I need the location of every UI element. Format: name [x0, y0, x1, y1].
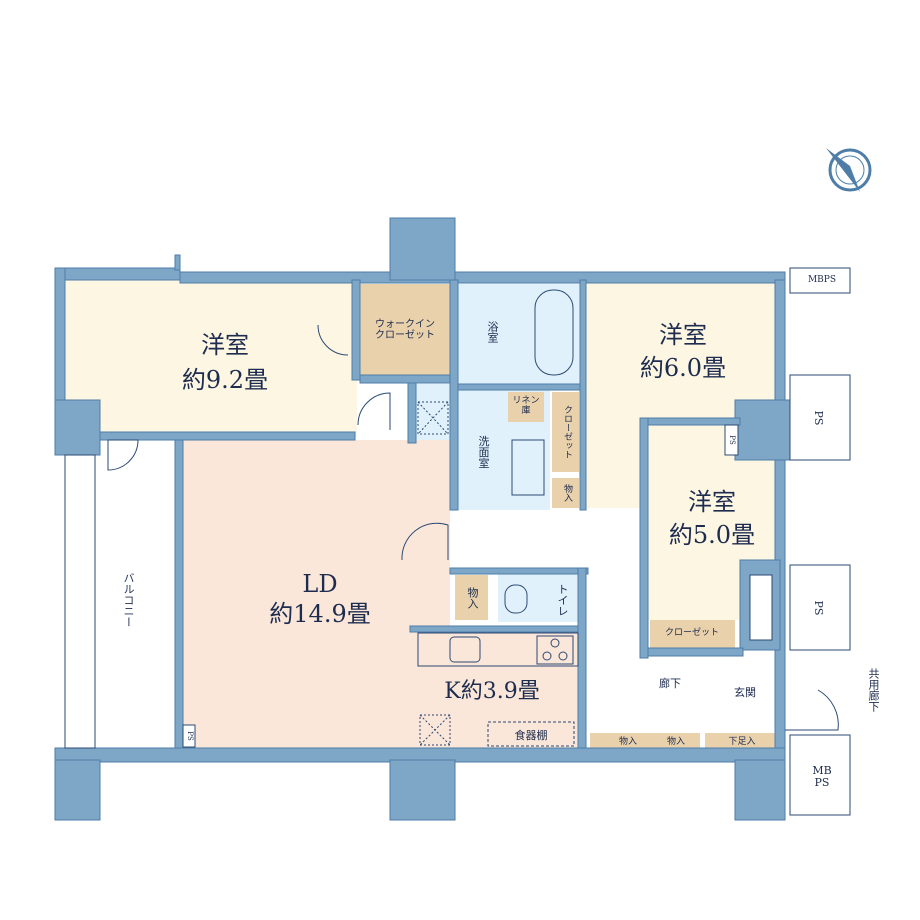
wall [774, 279, 786, 751]
toilet-icon [504, 584, 528, 614]
toilet-floor [498, 572, 583, 622]
balcony-rail [64, 454, 96, 749]
linen-label: リネン庫 [512, 396, 540, 416]
storage-hall1-label: 物入 [618, 737, 638, 748]
kitchen-size: K約3.9畳 [444, 678, 540, 704]
column [389, 759, 456, 821]
ps-right2-label: PS [812, 600, 826, 616]
bedroom1-size: 約9.2畳 [181, 365, 269, 394]
wall [179, 271, 786, 284]
shoe-closet-floor [705, 733, 780, 752]
washer-space-icon [417, 401, 449, 435]
door-swing [401, 522, 449, 561]
column [54, 399, 101, 456]
wall [449, 567, 589, 575]
wall [577, 567, 587, 749]
storage-ld-floor [455, 575, 488, 620]
door-swing [107, 439, 139, 471]
wall [54, 267, 181, 281]
shaft-box [749, 574, 773, 641]
column [734, 759, 786, 821]
wall [457, 383, 581, 391]
column [54, 759, 101, 821]
wall [174, 439, 184, 751]
storage-hall2-label: 物入 [666, 737, 686, 748]
bath-label: 浴室 [486, 321, 500, 343]
ps-right1-box [789, 374, 851, 461]
wall [647, 647, 744, 657]
wall [409, 625, 586, 633]
ps-small2-box [182, 724, 196, 748]
wall [449, 279, 459, 511]
north-arrow-icon [828, 148, 872, 192]
mbps-top-box [789, 267, 851, 294]
walls [54, 217, 791, 821]
wall [351, 279, 361, 381]
bedroom2-name: 洋室 [659, 320, 707, 349]
kitchen-counter [417, 632, 579, 667]
washbasin-icon [511, 439, 545, 496]
column [389, 217, 456, 281]
bedroom1-name: 洋室 [201, 330, 249, 359]
mbps-bottom-box [789, 734, 851, 816]
wic-floor [360, 284, 450, 376]
door-swing [357, 392, 391, 430]
storage-wash-floor [552, 478, 579, 508]
stove-icon [536, 635, 574, 665]
mbps-bottom-label: MB PS [812, 763, 832, 789]
ps-small2-label: PS [185, 731, 194, 741]
door-swing [317, 324, 349, 356]
ps-right1-label: PS [812, 410, 826, 426]
sink-icon [449, 636, 481, 663]
bedroom1-floor [65, 280, 357, 437]
wall [579, 279, 587, 511]
wall [99, 431, 356, 441]
linen-floor [508, 392, 544, 422]
cupboard-outline [487, 721, 575, 747]
ps-small1-label: PS [727, 435, 736, 445]
wall [407, 382, 417, 444]
bath-floor [458, 284, 580, 384]
shoe-closet-label: 下足入 [728, 737, 756, 748]
wall [54, 267, 66, 404]
ps-small1-box [724, 424, 739, 456]
room-fills [65, 280, 780, 752]
entrance-label: 玄関 [734, 685, 756, 699]
fridge-space-icon [419, 714, 451, 746]
column [734, 399, 791, 461]
compass [826, 148, 872, 192]
bedroom2-size: 約6.0畳 [639, 353, 727, 382]
ld-name: LD [302, 569, 338, 598]
bathtub-icon [534, 289, 574, 376]
toilet-label: トイレ [556, 583, 570, 617]
wall [639, 417, 741, 426]
closet-wash-floor [552, 392, 579, 472]
storage-wash-label: 物入 [561, 484, 572, 502]
storage-ld-label: 物入 [466, 587, 480, 609]
wall [174, 254, 181, 271]
door-swing [785, 689, 839, 731]
kitchen-floor [418, 630, 580, 748]
cupboard-label: 食器棚 [514, 728, 548, 742]
closet-wash-label: クローゼット [561, 405, 572, 459]
washroom-label: 洗面室 [477, 435, 491, 469]
closet-b3-label: クローゼット [664, 628, 720, 639]
ld-size: 約14.9畳 [269, 599, 371, 628]
common-corridor-label: 共用廊下 [867, 668, 881, 712]
fixtures [64, 267, 851, 816]
ld-floor [180, 440, 450, 748]
bedroom3-name: 洋室 [688, 487, 736, 516]
balcony-label: バルコニー [122, 572, 136, 628]
hallway-label: 廊下 [659, 676, 681, 690]
closet-b3-floor [650, 620, 735, 648]
mbps-top-label: MBPS [807, 275, 837, 286]
wall [359, 374, 456, 384]
wic-label: ウォークイン クローゼット [375, 319, 435, 341]
wall [639, 417, 649, 659]
ps-right2-box [789, 564, 851, 651]
bedroom3-size: 約5.0畳 [668, 520, 756, 549]
storage-hall-floor [590, 733, 700, 752]
